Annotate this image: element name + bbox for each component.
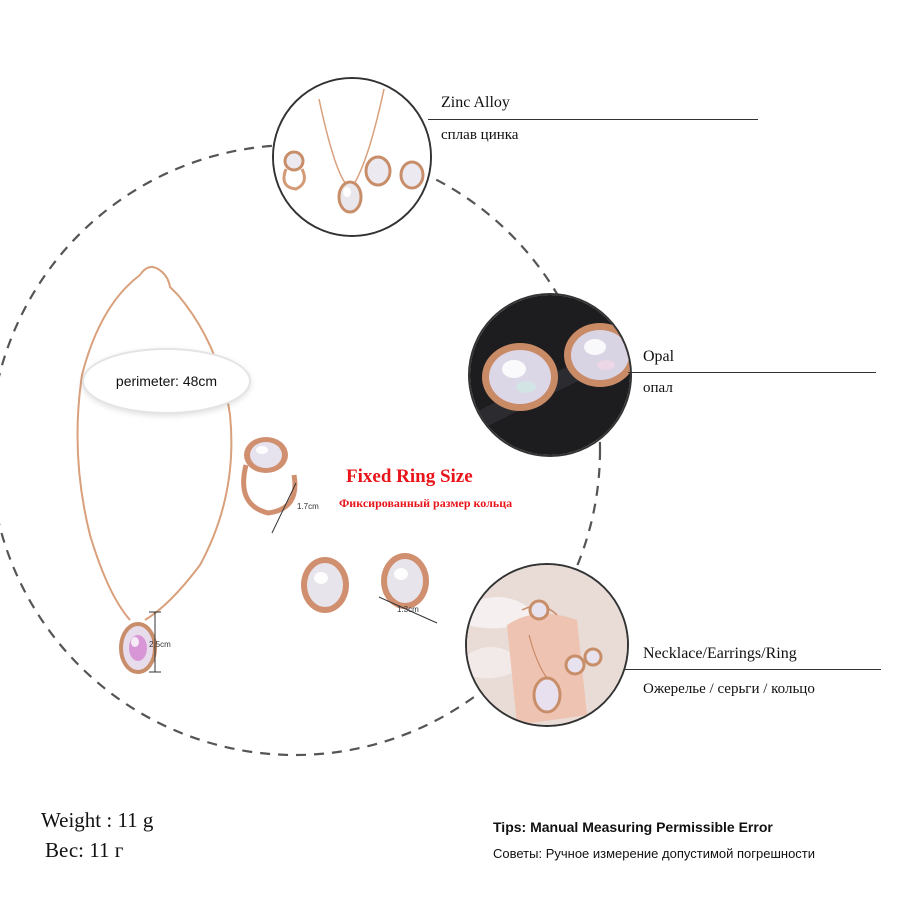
- pendant-size-label: 2.5cm: [149, 640, 171, 649]
- ring-illustration: [241, 437, 298, 534]
- dashed-outline-circle: [0, 143, 602, 757]
- label-line-set: [625, 669, 881, 670]
- material-label-zinc-en: Zinc Alloy: [441, 94, 510, 111]
- material-label-opal-ru: опал: [643, 380, 673, 396]
- material-label-set-en: Necklace/Earrings/Ring: [643, 645, 797, 662]
- earring-size-label: 1.3cm: [397, 605, 419, 614]
- earrings-illustration: [301, 553, 438, 624]
- thumbnail-worn-set: [465, 563, 629, 727]
- necklace-illustration: [76, 266, 233, 674]
- perimeter-label: perimeter: 48cm: [82, 348, 251, 414]
- weight-label-en: Weight : 11 g: [41, 808, 154, 832]
- label-line-opal: [628, 372, 876, 373]
- thumbnail-full-set: [272, 77, 432, 237]
- material-label-opal-en: Opal: [643, 348, 675, 365]
- tips-label-en: Tips: Manual Measuring Permissible Error: [493, 819, 773, 835]
- thumbnail-opal-closeup: [468, 293, 632, 457]
- ring-size-label: 1.7cm: [297, 502, 319, 511]
- pendant-dimension-marker: [149, 611, 161, 673]
- material-label-zinc-ru: сплав цинка: [441, 127, 519, 143]
- tips-label-ru: Советы: Ручное измерение допустимой погр…: [493, 846, 816, 861]
- weight-label-ru: Вес: 11 г: [45, 838, 124, 862]
- material-label-set-ru: Ожерелье / серьги / кольцо: [643, 681, 815, 697]
- fixed-ring-size-subtitle: Фиксированный размер кольца: [339, 496, 513, 510]
- fixed-ring-size-title: Fixed Ring Size: [346, 466, 473, 487]
- label-line-zinc: [428, 119, 758, 120]
